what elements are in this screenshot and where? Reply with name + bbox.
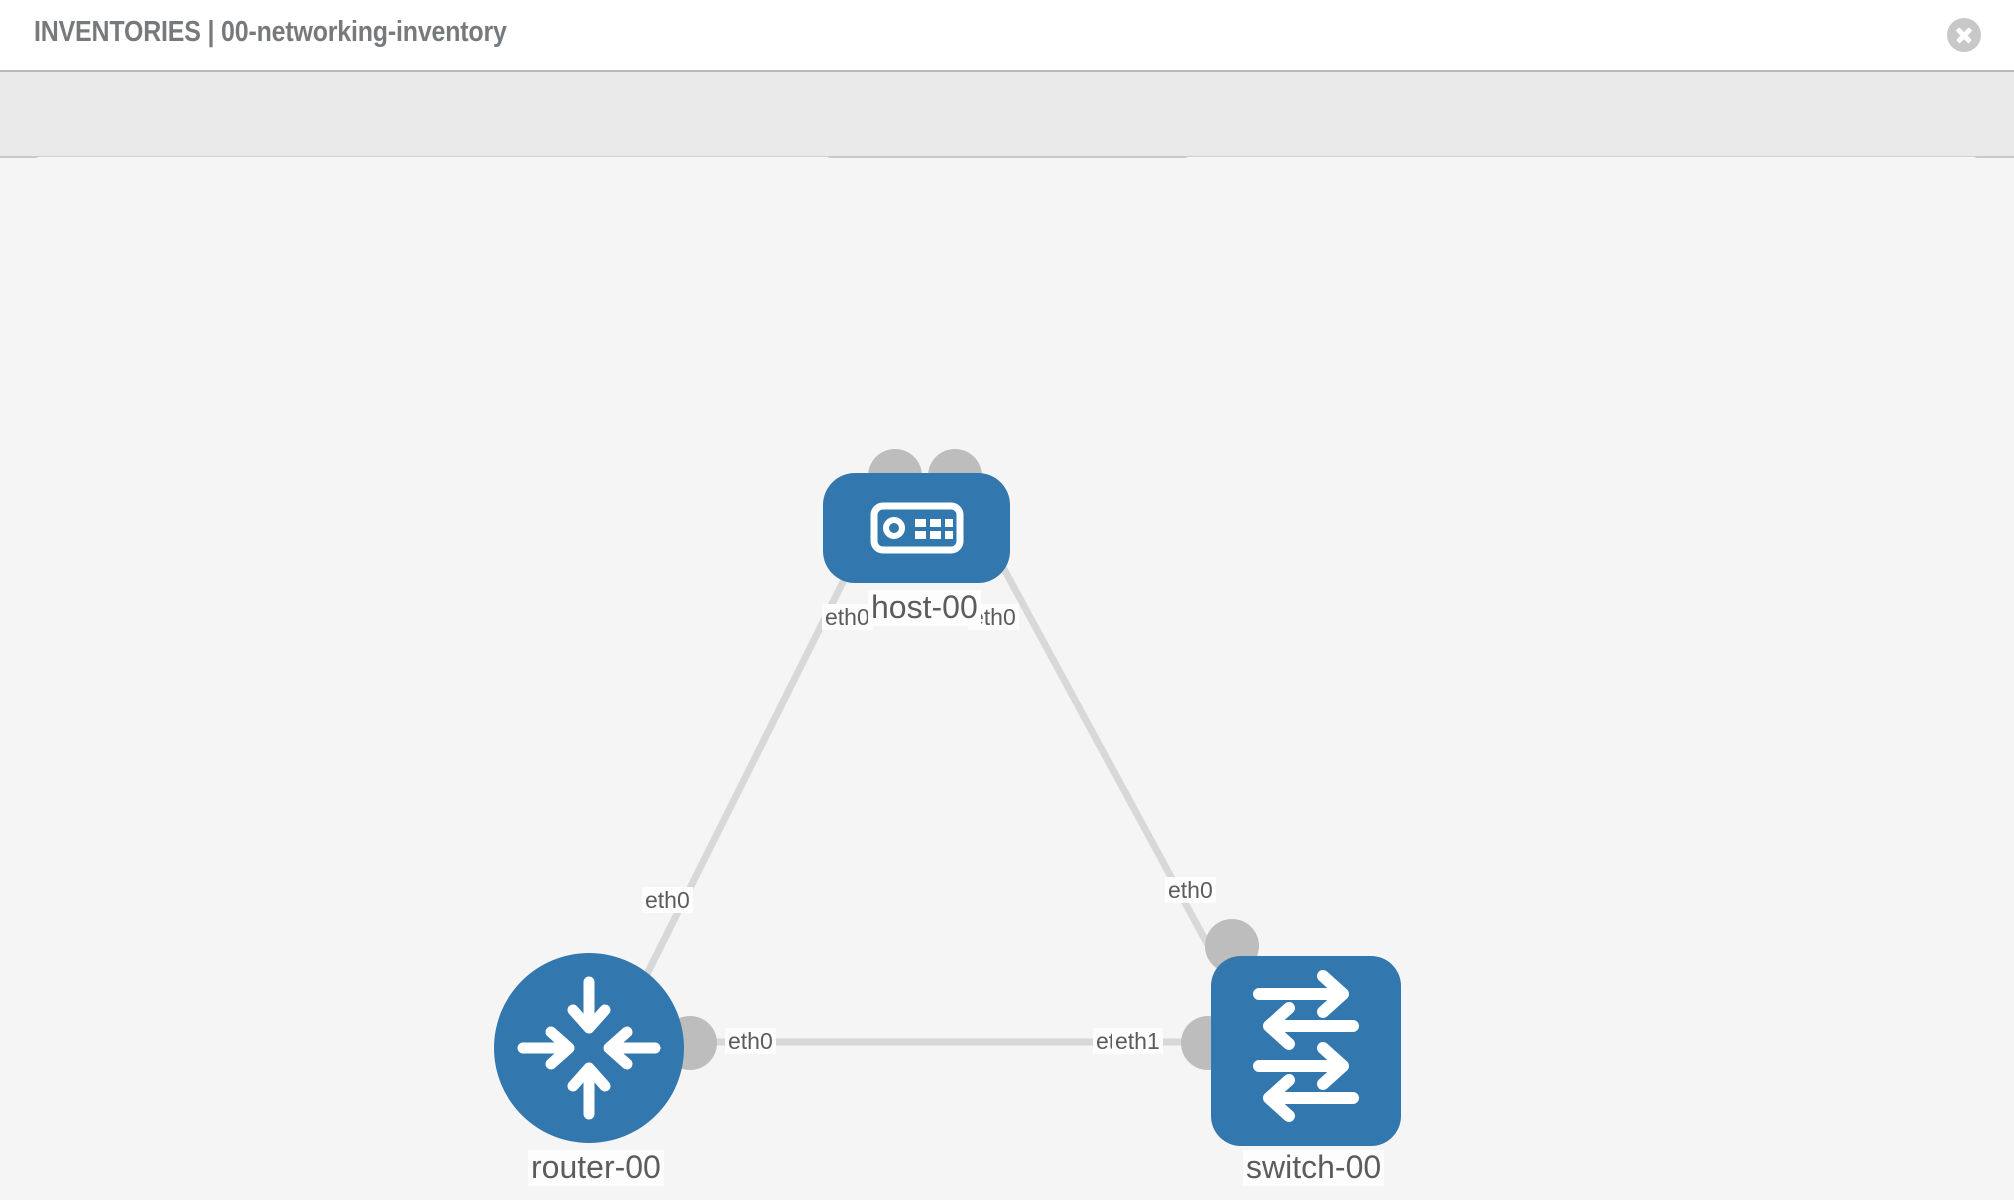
switch-icon — [1253, 970, 1359, 1122]
topology-graph — [494, 449, 1401, 1146]
router-right-port-label: eth0 — [725, 1028, 776, 1055]
router-icon — [517, 976, 661, 1120]
server-icon — [870, 502, 964, 554]
topology-canvas[interactable]: eth0 eth0 host-00 eth0 eth0 eth0 eth eth… — [0, 158, 2014, 1200]
node-host-00[interactable] — [823, 473, 1010, 583]
switch-node-label: switch-00 — [1243, 1150, 1385, 1186]
toolbar: ACTIONS SEARCH — [0, 70, 2014, 214]
switch-up-port-label: eth0 — [1165, 877, 1216, 904]
page-title: INVENTORIES | 00-networking-inventory — [34, 16, 507, 48]
router-node-label: router-00 — [528, 1150, 664, 1186]
node-switch-00[interactable] — [1211, 956, 1401, 1146]
router-up-port-label: eth0 — [642, 887, 693, 914]
close-icon[interactable] — [1947, 18, 1981, 52]
node-router-00[interactable] — [494, 953, 684, 1143]
switch-left-port-label-b: eth1 — [1112, 1028, 1163, 1055]
window-header: INVENTORIES | 00-networking-inventory — [0, 0, 2014, 70]
host-left-port-label: eth0 — [822, 604, 873, 631]
host-node-label: host-00 — [868, 590, 981, 626]
